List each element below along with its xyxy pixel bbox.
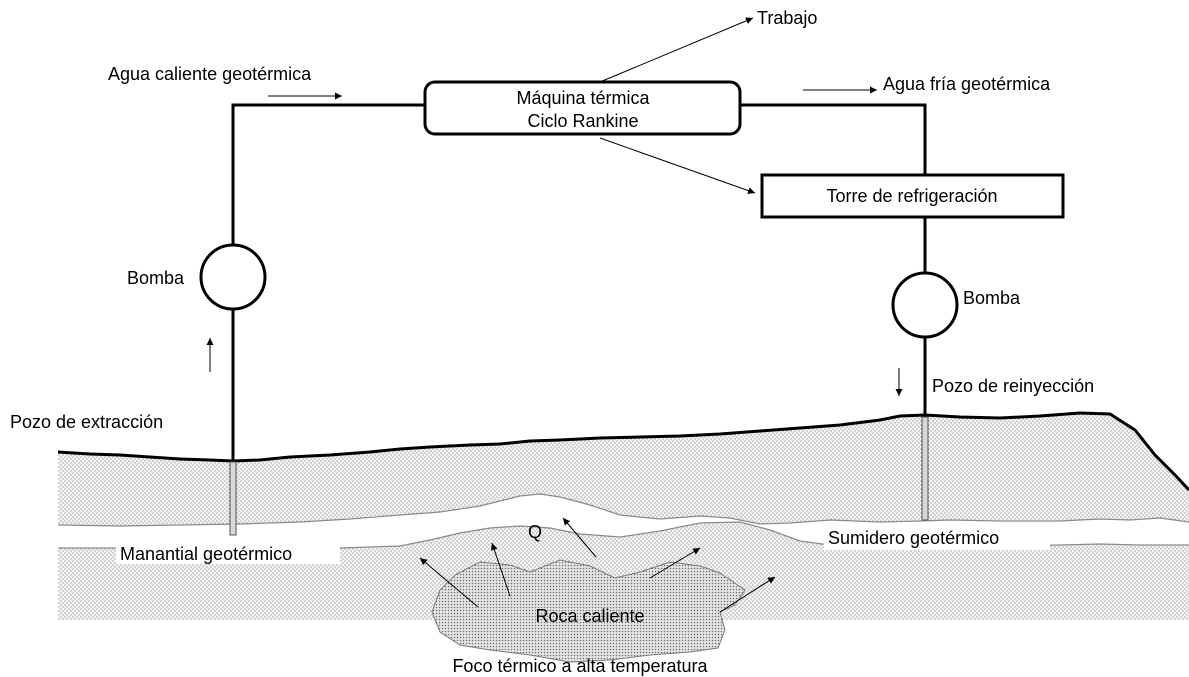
- geothermal-spring-label: Manantial geotérmico: [120, 544, 292, 564]
- reinjection-well-casing: [921, 416, 929, 521]
- heat-flow-arrow-2: [490, 542, 511, 597]
- hot-rock: [431, 559, 746, 663]
- heat-q-label: Q: [528, 522, 542, 542]
- heat-flow-arrow-5: [719, 576, 776, 613]
- pump-right: [891, 271, 959, 339]
- heat-rejection-arrow: [599, 137, 756, 194]
- heat-engine-label-line1: Máquina térmica: [516, 88, 650, 108]
- upper-layer-bottom-boundary: [57, 493, 1189, 527]
- work-arrow: [599, 17, 754, 83]
- heat-flow-arrow-1: [419, 557, 479, 608]
- extraction-well-label: Pozo de extracción: [10, 412, 163, 432]
- upper-ground-layer: [58, 413, 1189, 526]
- heat-engine-label-line2: Ciclo Rankine: [527, 111, 638, 131]
- heat-flow-arrow-q: [562, 517, 597, 558]
- pump-left-label: Bomba: [127, 268, 185, 288]
- cooling-tower-box: [760, 173, 1065, 219]
- sink-label-background: [824, 524, 1050, 550]
- cold-water-label: Agua fría geotérmica: [883, 74, 1051, 94]
- reinjection-well-label: Pozo de reinyección: [932, 376, 1094, 396]
- cooling-tower-label: Torre de refrigeración: [826, 186, 997, 206]
- hot-rock-label: Roca caliente: [535, 606, 644, 626]
- ground-surface-line: [57, 411, 1189, 492]
- heat-source-label: Foco térmico a alta temperatura: [452, 656, 708, 676]
- geothermal-sink-label: Sumidero geotérmico: [828, 528, 999, 548]
- extraction-well-casing: [229, 461, 237, 536]
- pump-right-label: Bomba: [963, 288, 1021, 308]
- work-label: Trabajo: [757, 8, 817, 28]
- hot-water-pipe: [231, 103, 425, 461]
- hot-water-label: Agua caliente geotérmica: [108, 64, 312, 84]
- heat-engine-box: [423, 80, 742, 136]
- cold-water-pipe: [740, 103, 927, 416]
- spring-label-background: [116, 538, 340, 564]
- heat-flow-arrow-4: [649, 547, 701, 579]
- pump-left: [199, 243, 267, 311]
